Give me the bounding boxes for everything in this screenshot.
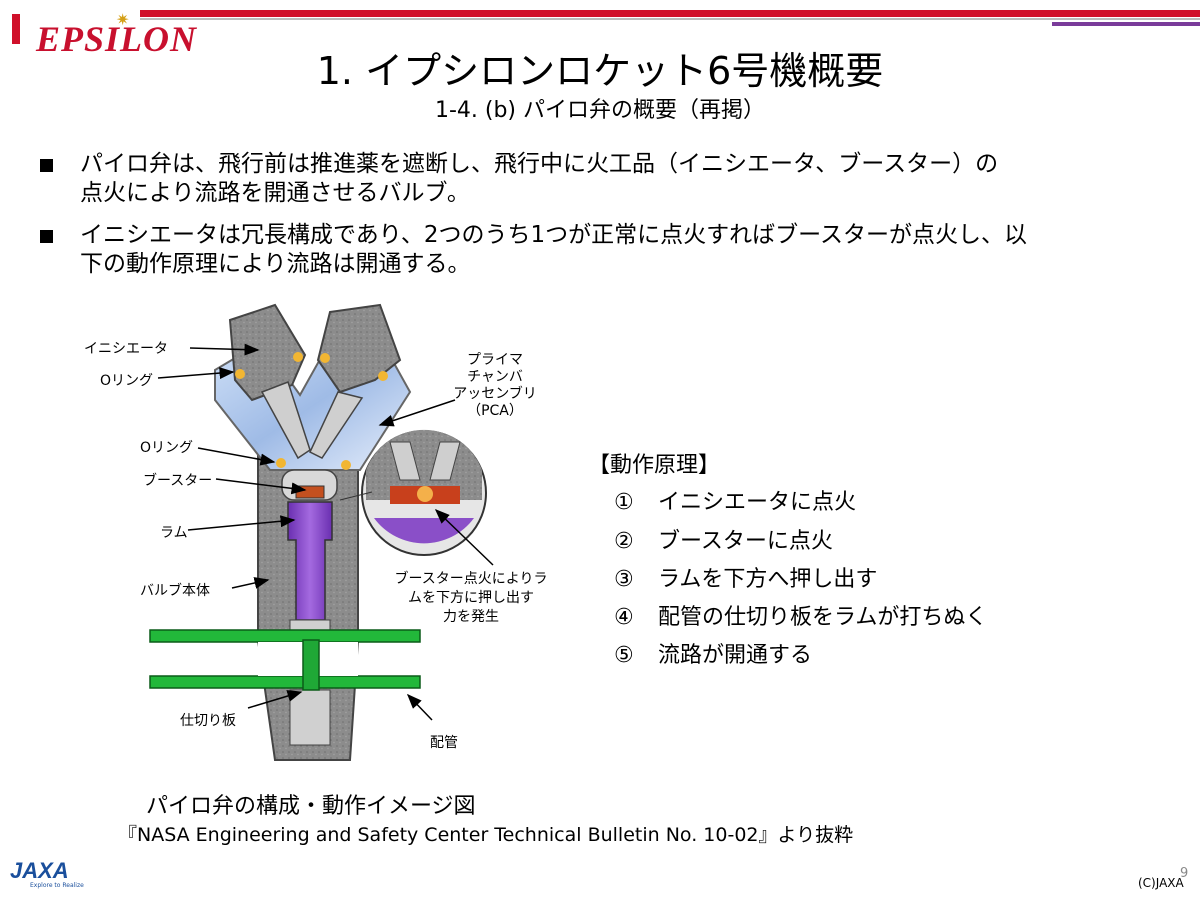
bullet-line: 下の動作原理により流路は開通する。 bbox=[80, 251, 471, 277]
principle-step: ③ ラムを下方へ押し出す bbox=[614, 561, 877, 593]
header-purple-rule bbox=[1052, 22, 1200, 26]
step-text: 配管の仕切り板をラムが打ちぬく bbox=[658, 605, 988, 630]
label-booster: ブースター bbox=[143, 473, 213, 489]
bullet-line: イニシエータは冗長構成であり、2つのうち1つが正常に点火すればブースターが点火し… bbox=[80, 222, 1027, 248]
label-force: ブースター点火によりラ ムを下方に押し出す 力を発生 bbox=[386, 570, 556, 627]
diagram-source: 『NASA Engineering and Safety Center Tech… bbox=[118, 824, 854, 846]
label-initiator: イニシエータ bbox=[84, 341, 168, 357]
principle-step: ⑤ 流路が開通する bbox=[614, 637, 812, 669]
initiator-left bbox=[228, 303, 307, 402]
initiator-right bbox=[316, 303, 402, 394]
label-ram: ラム bbox=[160, 525, 188, 541]
step-text: ラムを下方へ押し出す bbox=[658, 567, 878, 592]
principle-step: ② ブースターに点火 bbox=[614, 523, 833, 555]
bullet-item: パイロ弁は、飛行前は推進薬を遮断し、飛行中に火工品（イニシエータ、ブースター）の… bbox=[40, 150, 1150, 210]
epsilon-logo: EPSILON bbox=[36, 19, 198, 59]
label-partition: 仕切り板 bbox=[180, 713, 236, 729]
step-text: ブースターに点火 bbox=[658, 529, 833, 554]
label-pca: プライマ チャンバ アッセンブリ （PCA） bbox=[450, 352, 540, 420]
principle-step: ① イニシエータに点火 bbox=[614, 484, 856, 516]
label-pca-line: プライマ bbox=[467, 352, 523, 368]
label-force-line: ムを下方に押し出す bbox=[408, 590, 534, 606]
copyright: (C)JAXA bbox=[1138, 876, 1184, 890]
page-subtitle: 1-4. (b) パイロ弁の概要（再掲） bbox=[434, 98, 766, 123]
step-number: ④ bbox=[614, 605, 634, 630]
bullet-item: イニシエータは冗長構成であり、2つのうち1つが正常に点火すればブースターが点火し… bbox=[40, 221, 1150, 281]
partition-plate bbox=[302, 639, 320, 691]
step-number: ① bbox=[614, 490, 634, 515]
bullet-square-icon bbox=[40, 159, 53, 172]
label-oring-upper: Oリング bbox=[100, 373, 154, 389]
label-pca-line: チャンバ bbox=[467, 369, 523, 385]
label-oring-lower: Oリング bbox=[140, 440, 194, 456]
label-valve-body: バルブ本体 bbox=[140, 583, 210, 599]
header-gray-rule bbox=[140, 18, 1200, 20]
step-text: 流路が開通する bbox=[658, 643, 813, 668]
step-number: ⑤ bbox=[614, 643, 634, 668]
bullet-square-icon bbox=[40, 230, 53, 243]
diagram-caption: パイロ弁の構成・動作イメージ図 bbox=[146, 794, 476, 819]
label-force-line: 力を発生 bbox=[443, 609, 499, 625]
header-red-rule bbox=[140, 10, 1200, 17]
bullet-line: 点火により流路を開通させるバルブ。 bbox=[80, 180, 470, 206]
page-number: 9 bbox=[1180, 866, 1189, 881]
page-title: 1. イプシロンロケット6号機概要 bbox=[316, 49, 884, 93]
label-pca-line: アッセンブリ bbox=[453, 386, 537, 402]
pipe-upper bbox=[149, 629, 421, 643]
label-force-line: ブースター点火によりラ bbox=[394, 571, 548, 587]
pipe-lower bbox=[149, 675, 421, 689]
principle-title: 【動作原理】 bbox=[588, 453, 721, 478]
step-text: イニシエータに点火 bbox=[658, 490, 857, 515]
label-pca-line: （PCA） bbox=[467, 403, 523, 419]
principle-step: ④ 配管の仕切り板をラムが打ちぬく bbox=[614, 599, 987, 631]
jaxa-tagline: Explore to Realize bbox=[30, 882, 84, 889]
label-piping: 配管 bbox=[430, 735, 458, 751]
logo-star-icon: ✷ bbox=[116, 10, 130, 29]
jaxa-logo: JAXA bbox=[10, 858, 69, 883]
step-number: ③ bbox=[614, 567, 634, 592]
logo-accent-bar bbox=[12, 14, 20, 44]
step-number: ② bbox=[614, 529, 634, 554]
bullet-line: パイロ弁は、飛行前は推進薬を遮断し、飛行中に火工品（イニシエータ、ブースター）の bbox=[80, 151, 999, 177]
